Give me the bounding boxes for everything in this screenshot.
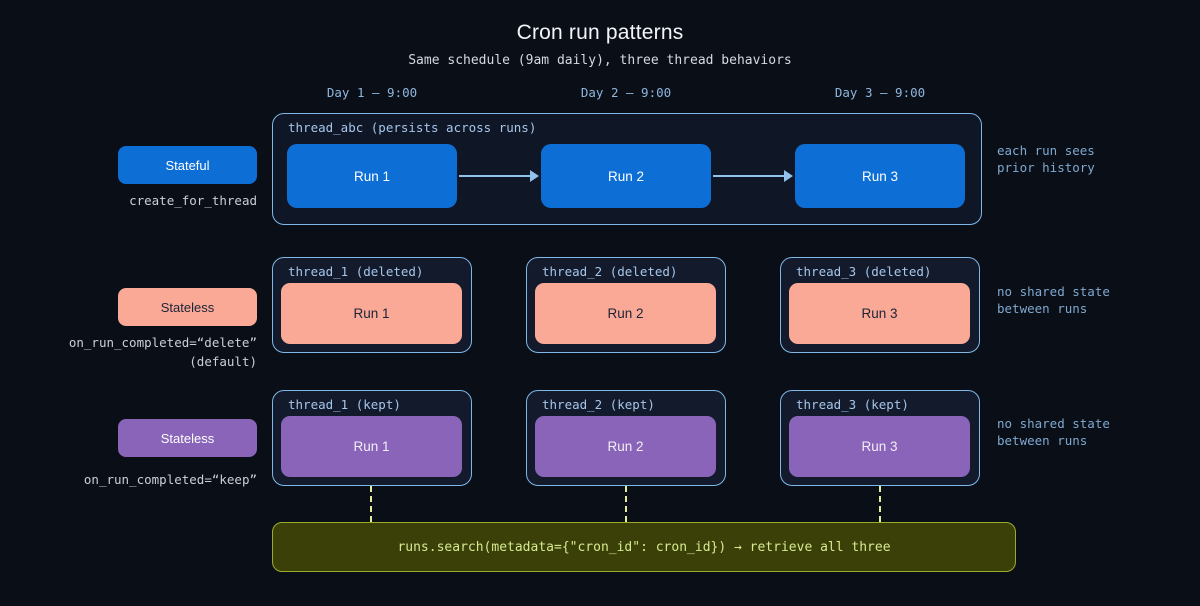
stateful-label-pill: Stateful	[118, 146, 257, 184]
stateless-delete-run-2: Run 2	[535, 283, 716, 344]
thread-abc-container: thread_abc (persists across runs) Run 1 …	[272, 113, 982, 225]
connector-thread-1	[370, 486, 372, 522]
column-header-day3: Day 3 — 9:00	[834, 85, 926, 100]
stateless-delete-run-1: Run 1	[281, 283, 462, 344]
column-header-day1: Day 1 — 9:00	[326, 85, 418, 100]
stateless-delete-label: Stateless	[160, 299, 215, 315]
stateless-keep-run-2: Run 2	[535, 416, 716, 477]
stateless-delete-run-3: Run 3	[789, 283, 970, 344]
thread-abc-label: thread_abc (persists across runs)	[288, 120, 537, 135]
arrow-head-run2-icon	[530, 170, 539, 182]
stateful-run-2: Run 2	[541, 144, 711, 208]
thread-3-deleted-container: thread_3 (deleted) Run 3	[780, 257, 980, 353]
thread-1-deleted-container: thread_1 (deleted) Run 1	[272, 257, 472, 353]
stateful-run-3: Run 3	[795, 144, 965, 208]
stateless-keep-label: Stateless	[160, 430, 215, 446]
stateless-delete-label-pill: Stateless	[118, 288, 257, 326]
stateless-delete-caption: on_run_completed=“delete” (default)	[68, 335, 257, 369]
thread-2-kept-container: thread_2 (kept) Run 2	[526, 390, 726, 486]
stateless-keep-annotation: no shared state between runs	[997, 416, 1110, 448]
stateless-keep-run-1: Run 1	[281, 416, 462, 477]
runs-search-text: runs.search(metadata={"cron_id": cron_id…	[397, 539, 891, 555]
page-title: Cron run patterns	[516, 21, 684, 44]
thread-2-deleted-label: thread_2 (deleted)	[542, 264, 678, 279]
stateful-annotation: each run sees prior history	[997, 143, 1095, 175]
runs-search-bar: runs.search(metadata={"cron_id": cron_id…	[272, 522, 1016, 572]
stateful-label: Stateful	[165, 157, 210, 173]
connector-thread-2	[625, 486, 627, 522]
stateless-keep-label-pill: Stateless	[118, 419, 257, 457]
thread-1-deleted-label: thread_1 (deleted)	[288, 264, 424, 279]
arrow-run1-run2	[459, 175, 530, 177]
thread-1-kept-label: thread_1 (kept)	[288, 397, 401, 412]
page-subtitle: Same schedule (9am daily), three thread …	[408, 53, 792, 68]
arrow-run2-run3	[713, 175, 784, 177]
thread-1-kept-container: thread_1 (kept) Run 1	[272, 390, 472, 486]
thread-2-kept-label: thread_2 (kept)	[542, 397, 655, 412]
thread-3-kept-label: thread_3 (kept)	[796, 397, 909, 412]
stateless-delete-annotation: no shared state between runs	[997, 284, 1110, 316]
stateless-keep-caption: on_run_completed=“keep”	[83, 472, 257, 487]
stateless-keep-run-3: Run 3	[789, 416, 970, 477]
connector-thread-3	[879, 486, 881, 522]
stateful-caption: create_for_thread	[129, 193, 257, 208]
column-header-day2: Day 2 — 9:00	[580, 85, 672, 100]
thread-3-deleted-label: thread_3 (deleted)	[796, 264, 932, 279]
thread-2-deleted-container: thread_2 (deleted) Run 2	[526, 257, 726, 353]
thread-3-kept-container: thread_3 (kept) Run 3	[780, 390, 980, 486]
stateful-run-1: Run 1	[287, 144, 457, 208]
arrow-head-run3-icon	[784, 170, 793, 182]
